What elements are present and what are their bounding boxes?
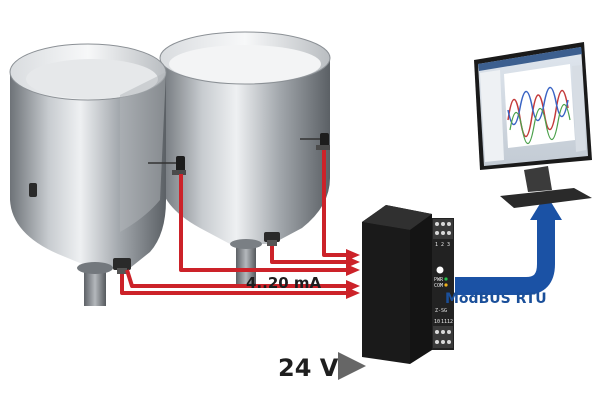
wire-arrowheads — [346, 249, 360, 299]
terminal-label-10: 10 — [434, 319, 440, 325]
terminal-label-11: 11 — [441, 319, 447, 325]
din-rail-module: 1 2 3 PWR COM Z-SG 10 11 12 — [362, 205, 454, 364]
supply-label: 24 V — [278, 354, 339, 382]
led-label-pwr: PWR — [434, 277, 444, 283]
terminal-label-12: 12 — [447, 319, 453, 325]
trend-chart-icon — [504, 64, 575, 148]
terminal-label-3: 3 — [447, 242, 450, 248]
signal-label: 4..20 mA — [246, 274, 322, 292]
level-sensor-icon — [113, 258, 131, 274]
terminal-screws-top — [435, 222, 451, 235]
led-label-com: COM — [434, 283, 443, 289]
tank-2 — [159, 31, 331, 284]
tank-1-sight-glass — [29, 183, 37, 197]
com-led-icon — [444, 283, 448, 287]
scada-monitor-icon — [474, 42, 592, 208]
pwr-led-icon — [444, 277, 448, 281]
terminal-label-2: 2 — [441, 242, 444, 248]
terminal-screws-bottom — [435, 330, 451, 344]
module-brand-mark: Z-SG — [435, 308, 447, 314]
module-logo-icon — [436, 266, 444, 274]
level-sensor-icon — [300, 133, 330, 150]
modbus-arrow — [455, 194, 562, 295]
tank-1 — [9, 43, 167, 306]
level-sensor-icon — [264, 232, 280, 246]
fieldbus-label: ModBUS RTU — [445, 291, 547, 307]
supply-arrow-icon — [338, 352, 366, 380]
level-sensor-icon — [148, 156, 186, 175]
signal-wires — [120, 150, 346, 295]
terminal-label-1: 1 — [435, 242, 438, 248]
